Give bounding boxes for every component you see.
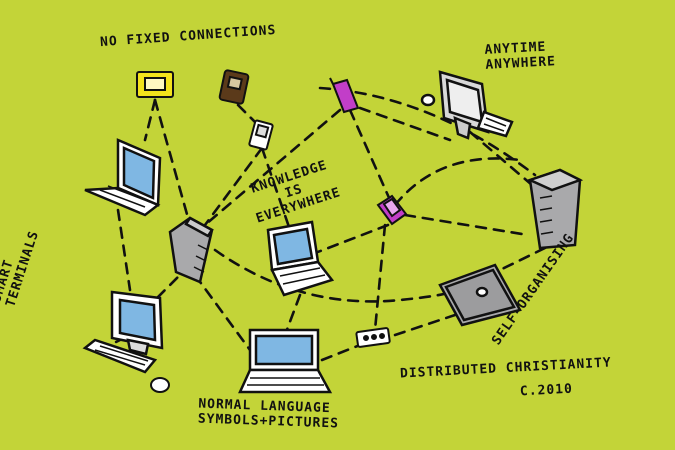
connection-line — [393, 313, 457, 337]
server-tower-icon — [526, 168, 584, 250]
imac-computer-icon — [110, 290, 164, 356]
connection-line — [498, 246, 547, 272]
connection-line — [308, 223, 390, 257]
connection-line — [203, 146, 264, 227]
mobile-phone-icon — [218, 69, 250, 105]
flip-phone-icon — [376, 194, 408, 226]
laptop-icon — [266, 220, 335, 297]
connection-line — [358, 106, 452, 142]
handheld-device-icon — [329, 77, 360, 114]
mouse-icon — [150, 377, 170, 393]
connection-line — [153, 98, 192, 227]
connection-line — [348, 108, 392, 202]
pda-icon — [248, 119, 274, 151]
connection-line — [373, 223, 387, 332]
label-normal-language: Normal language symbols+pictures — [198, 397, 340, 433]
laptop-icon — [84, 138, 162, 217]
handheld-device-icon — [355, 327, 391, 348]
connection-line — [143, 98, 157, 142]
connection-line — [193, 273, 252, 352]
connection-line — [203, 108, 342, 227]
imac-computer-icon — [420, 70, 514, 140]
connection-line — [393, 157, 522, 207]
laptop-icon — [238, 328, 333, 394]
connection-line — [468, 130, 534, 187]
connection-line — [403, 213, 530, 237]
label-anytime-anywhere: Anytime Anywhere — [484, 40, 556, 74]
connection-line — [116, 208, 132, 292]
pager-icon — [136, 71, 174, 98]
label-text: c.2010 — [519, 381, 574, 400]
label-year: c.2010 — [519, 381, 574, 401]
connection-line — [260, 146, 292, 232]
handheld-device-icon — [438, 263, 522, 327]
connection-line — [213, 248, 457, 303]
connection-line — [283, 293, 302, 337]
server-tower-icon — [168, 216, 214, 284]
keyboard-icon — [82, 338, 158, 374]
connection-line — [320, 343, 362, 362]
